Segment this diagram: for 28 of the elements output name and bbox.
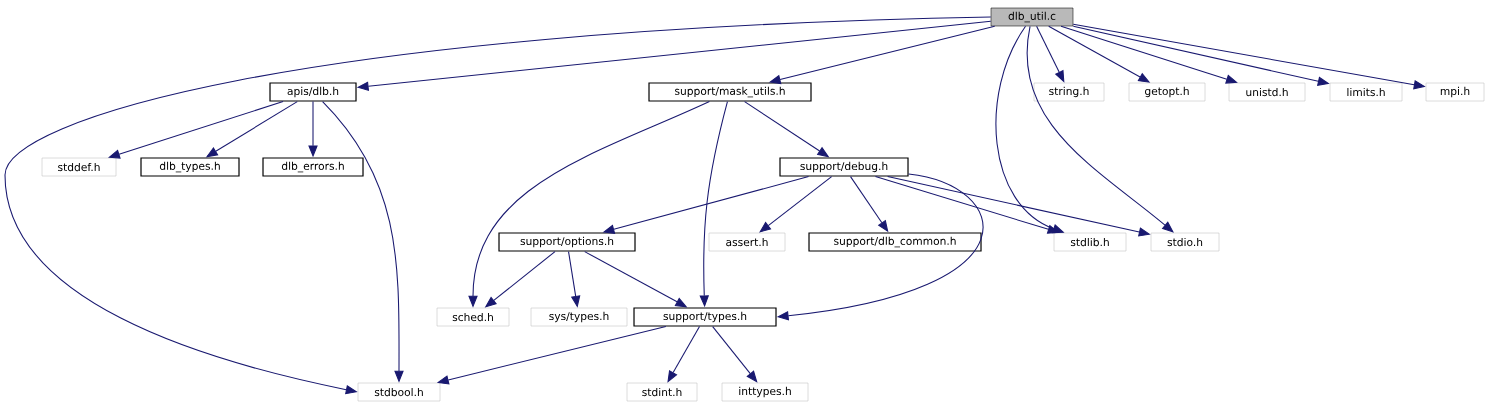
file-box: support/mask_utils.h [648, 82, 812, 102]
file-box: stdio.h [1150, 232, 1220, 252]
file-box: support/debug.h [779, 157, 909, 177]
file-box: assert.h [708, 232, 786, 252]
arrow [712, 326, 758, 383]
arrow [4, 16, 992, 395]
file-box: dlb_errors.h [262, 157, 364, 177]
arrow [759, 176, 833, 233]
file-box: stdlib.h [1053, 232, 1127, 252]
file-box: dlb_util.c [990, 7, 1074, 27]
file-box: inttypes.h [721, 382, 809, 402]
file-box: support/types.h [633, 307, 777, 327]
file-box: stdint.h [626, 382, 698, 402]
file-box: stddef.h [41, 157, 117, 177]
file-box: support/options.h [498, 232, 636, 252]
file-box: unistd.h [1228, 82, 1306, 102]
file-box: getopt.h [1128, 82, 1206, 102]
file-box: dlb_types.h [140, 157, 240, 177]
file-box: sched.h [436, 307, 510, 327]
arrow [1060, 25, 1238, 84]
file-box: stdbool.h [357, 382, 441, 402]
file-box: mpi.h [1425, 82, 1485, 102]
file-box: sys/types.h [530, 307, 628, 327]
file-box: limits.h [1329, 82, 1403, 102]
arrow [1026, 25, 1174, 233]
file-box: support/dlb_common.h [808, 232, 982, 252]
file-box: string.h [1033, 82, 1105, 102]
file-box: apis/dlb.h [269, 82, 357, 102]
